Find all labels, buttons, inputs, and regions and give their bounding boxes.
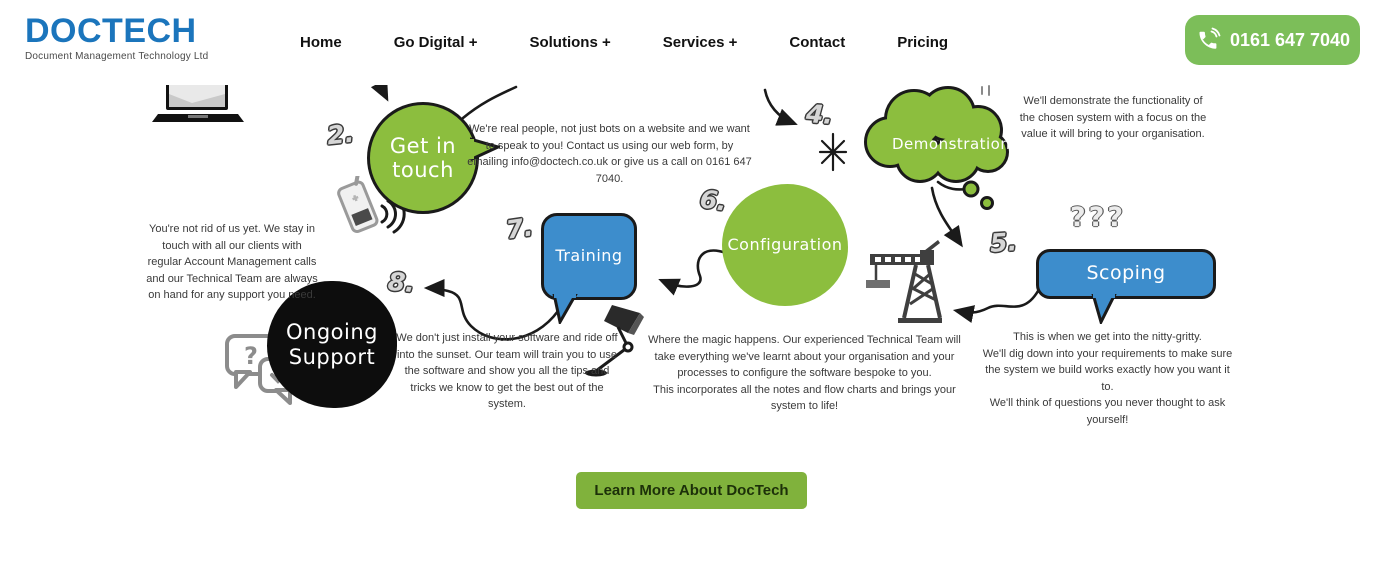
step-demonstration-label: Demonstration bbox=[892, 135, 1011, 153]
step-ongoing-support-label: Ongoing Support bbox=[286, 320, 378, 369]
speech-tail bbox=[552, 294, 578, 324]
step-scoping-description: This is when we get into the nitty-gritt… bbox=[982, 331, 1233, 426]
speech-tail bbox=[1091, 294, 1117, 324]
nav-item-solutions[interactable]: Solutions + bbox=[529, 34, 611, 51]
step-configuration-bubble: Configuration bbox=[722, 184, 848, 306]
step-number-4: 4. bbox=[805, 99, 834, 130]
step-training-description: We don't just install your software and … bbox=[396, 332, 618, 410]
phone-number-button[interactable]: 0161 647 7040 bbox=[1185, 15, 1360, 65]
step-ongoing-support-description: You're not rid of us yet. We stay in tou… bbox=[146, 223, 318, 301]
step-training-bubble: Training bbox=[541, 213, 637, 324]
step-scoping-label: Scoping bbox=[1086, 262, 1166, 285]
nav-item-pricing[interactable]: Pricing bbox=[897, 34, 949, 51]
arrow-to-demonstration bbox=[763, 88, 798, 126]
step-number-2: 2. bbox=[325, 118, 356, 151]
arrow-into-get-in-touch bbox=[370, 78, 389, 102]
phone-icon bbox=[1199, 27, 1221, 49]
logo-wordmark: DOCTECH bbox=[25, 12, 197, 50]
doctech-logo[interactable]: DOCTECH Document Management Technology L… bbox=[25, 14, 208, 62]
step-ongoing-support-bubble: Ongoing Support bbox=[267, 281, 397, 408]
curve-from-get-in-touch-top bbox=[461, 85, 518, 120]
logo-tagline: Document Management Technology Ltd bbox=[25, 51, 209, 62]
phone-number: 0161 647 7040 bbox=[1229, 29, 1351, 50]
svg-text:?: ? bbox=[244, 342, 258, 370]
crane-icon bbox=[866, 240, 942, 323]
squiggle-configuration-to-training bbox=[658, 249, 728, 296]
demonstration-cloud bbox=[864, 86, 1009, 210]
site-header: DOCTECH Document Management Technology L… bbox=[0, 0, 1385, 85]
step-number-5: 5. bbox=[989, 227, 1018, 258]
nav-item-contact[interactable]: Contact bbox=[789, 34, 846, 51]
learn-more-button[interactable]: Learn More About DocTech bbox=[576, 472, 807, 509]
step-get-in-touch-description: We're real people, not just bots on a we… bbox=[467, 123, 752, 185]
asterisk-icon bbox=[818, 132, 848, 172]
question-marks: ??? bbox=[1070, 202, 1126, 233]
step-training-label: Training bbox=[555, 246, 623, 266]
desk-lamp-icon bbox=[585, 305, 644, 377]
step-get-in-touch-label: Get in touch bbox=[389, 133, 457, 182]
step-configuration-label: Configuration bbox=[727, 234, 843, 254]
nav-item-go-digital[interactable]: Go Digital + bbox=[393, 34, 478, 51]
main-nav: Home Go Digital + Solutions + Services +… bbox=[300, 0, 948, 85]
squiggle-scoping-to-configuration bbox=[952, 289, 1040, 323]
laptop-icon bbox=[152, 82, 244, 122]
mobile-phone-icon bbox=[337, 176, 406, 234]
step-get-in-touch-bubble: Get in touch bbox=[367, 102, 500, 214]
step-number-8: 8. bbox=[386, 266, 417, 299]
step-number-6: 6. bbox=[698, 184, 729, 217]
step-scoping-bubble: Scoping bbox=[1036, 249, 1216, 324]
nav-item-home[interactable]: Home bbox=[300, 34, 342, 51]
step-demonstration-description: We'll demonstrate the functionality of t… bbox=[1019, 95, 1207, 140]
step-configuration-description: Where the magic happens. Our experienced… bbox=[648, 334, 961, 412]
nav-item-services[interactable]: Services + bbox=[662, 34, 738, 51]
speech-tail bbox=[470, 137, 500, 161]
step-number-7: 7. bbox=[504, 212, 535, 245]
